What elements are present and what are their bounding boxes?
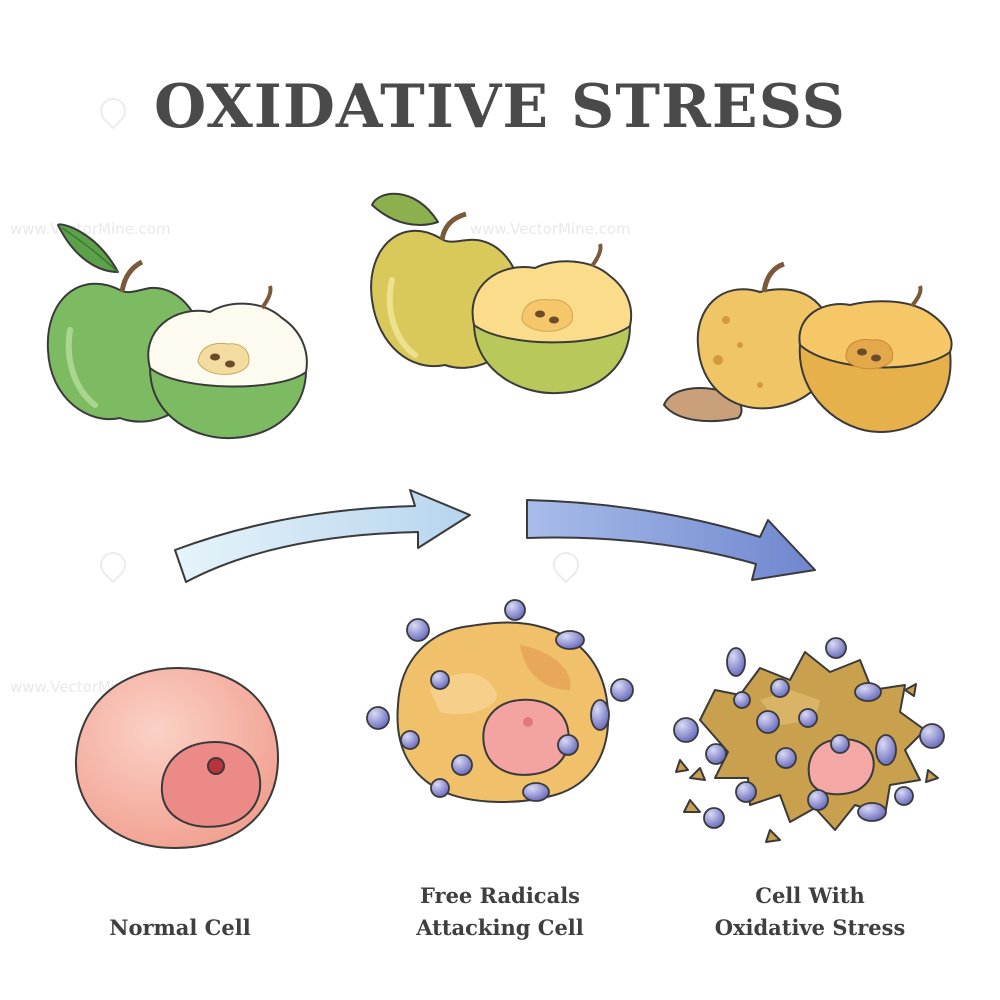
free-radical [591, 700, 609, 730]
caption-oxidative-stress: Cell With Oxidative Stress [680, 880, 940, 944]
progression-arrow-2 [527, 500, 815, 580]
free-radical [523, 783, 549, 801]
free-radical [611, 679, 633, 701]
free-radical [876, 735, 896, 765]
free-radical [556, 631, 584, 649]
caption-free-radicals: Free Radicals Attacking Cell [380, 880, 620, 944]
free-radical [776, 748, 796, 768]
aging-apple [371, 194, 631, 393]
free-radical [855, 683, 881, 701]
free-radical [799, 709, 817, 727]
free-radical [831, 735, 849, 753]
free-radical [734, 692, 750, 708]
free-radical [431, 779, 449, 797]
free-radical [895, 787, 913, 805]
free-radical [771, 679, 789, 697]
free-radical [706, 744, 726, 764]
free-radical [808, 790, 828, 810]
free-radical [826, 638, 846, 658]
free-radical [727, 648, 745, 676]
free-radical [407, 619, 429, 641]
free-radical [401, 731, 419, 749]
caption-normal-cell: Normal Cell [60, 912, 300, 944]
attacked-cell [397, 623, 608, 802]
free-radical [858, 803, 886, 821]
progression-arrow-1 [175, 490, 470, 582]
free-radical [452, 755, 472, 775]
free-radical [757, 711, 779, 733]
free-radical [431, 671, 449, 689]
free-radical [920, 724, 944, 748]
free-radical [558, 735, 578, 755]
free-radical [704, 808, 724, 828]
decayed-apple [664, 264, 952, 432]
normal-cell [76, 668, 278, 848]
free-radical [674, 718, 698, 742]
fresh-apple [48, 224, 307, 438]
free-radical [505, 600, 525, 620]
free-radical [736, 782, 756, 802]
free-radical [367, 707, 389, 729]
